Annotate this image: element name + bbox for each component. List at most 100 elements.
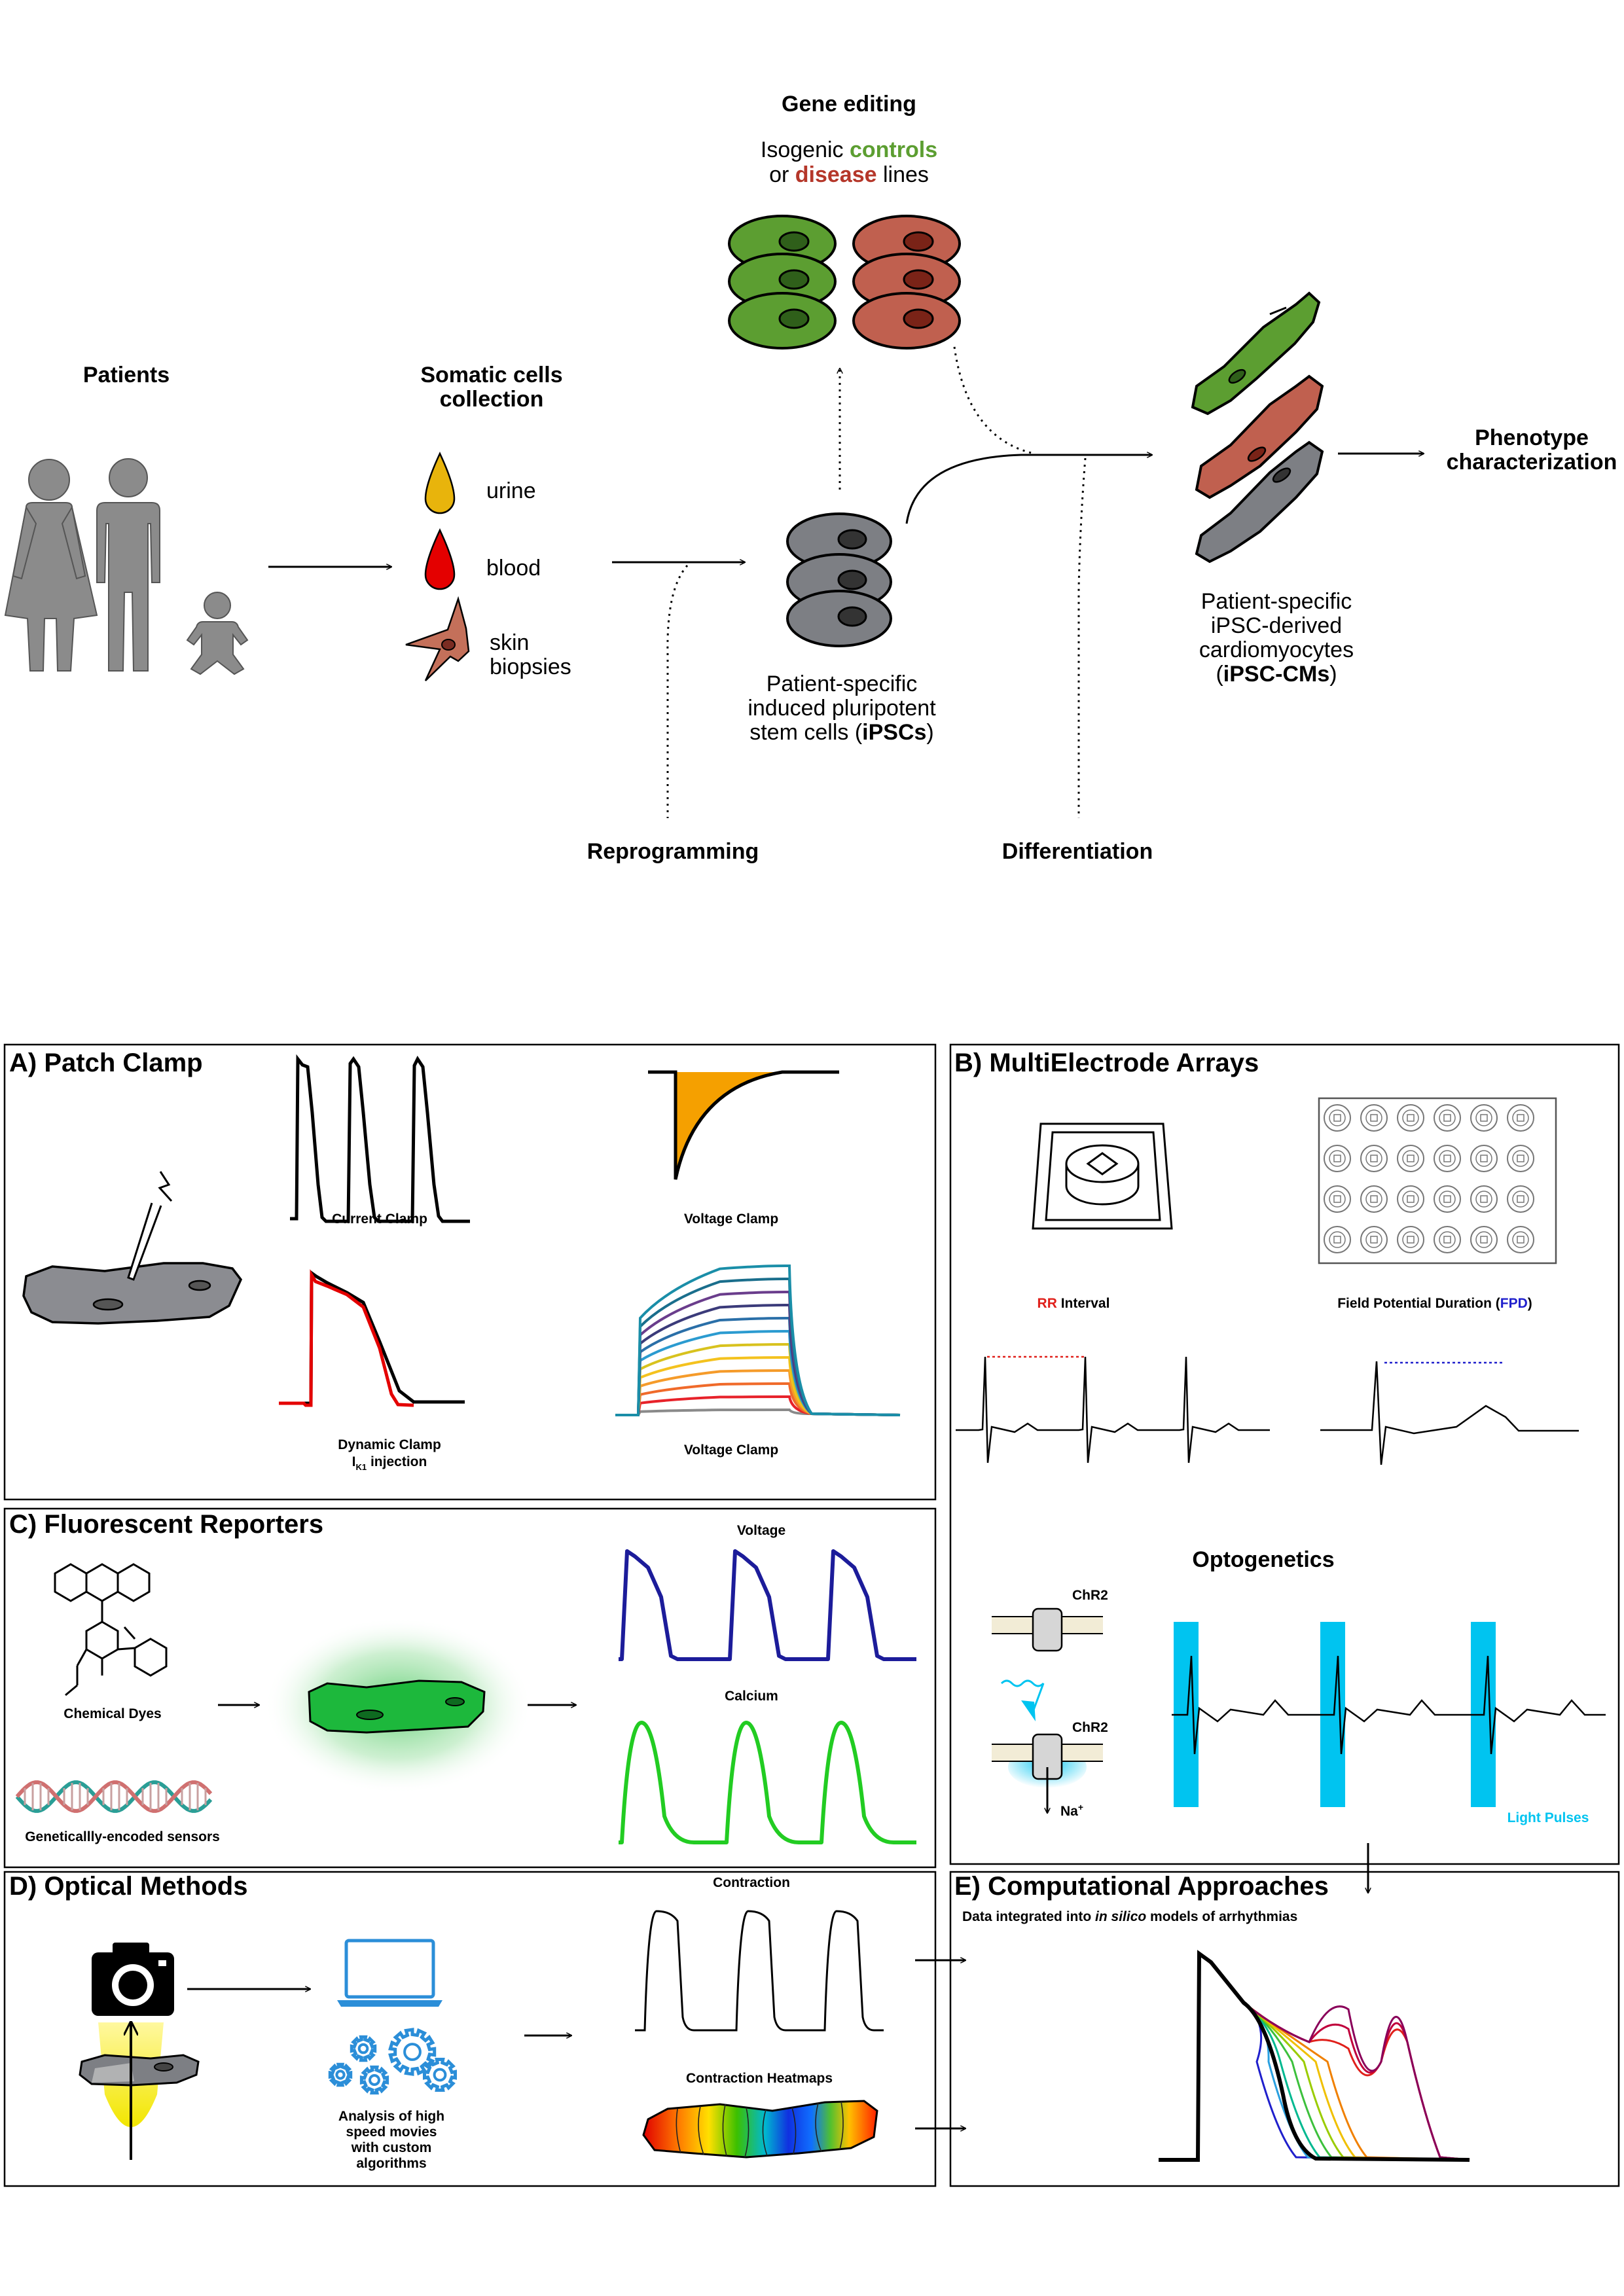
vc-trace-3	[615, 1369, 901, 1416]
mea-well-inner	[1365, 1231, 1382, 1248]
mea-electrode	[1517, 1114, 1525, 1122]
optical-cell-icon	[79, 2054, 200, 2087]
mea-electrode	[1407, 1155, 1415, 1162]
patients-label: Patients	[83, 363, 170, 387]
control-cells-icon	[728, 215, 837, 350]
mea-well-inner	[1475, 1231, 1492, 1248]
skin-label-2: biopsies	[490, 655, 571, 679]
mea-well-inner	[1402, 1231, 1419, 1248]
gear-hub-2	[335, 2070, 346, 2080]
mea-well	[1397, 1145, 1424, 1172]
contraction-label: Contraction	[713, 1875, 790, 1890]
mea-well-inner	[1439, 1150, 1456, 1167]
vc-trace-11	[615, 1265, 901, 1416]
panel-c-box	[3, 1507, 937, 1869]
gear-hub-3	[369, 2074, 380, 2086]
mea-electrode	[1370, 1155, 1378, 1162]
analysis-label-2: speed movies	[346, 2125, 437, 2140]
mea-well	[1470, 1145, 1498, 1172]
panel-b-title: B) MultiElectrode Arrays	[954, 1049, 1259, 1077]
gear-1	[350, 2035, 377, 2062]
fpd-trace	[1320, 1361, 1579, 1465]
mea-electrode	[1480, 1155, 1488, 1162]
vc-trace-0	[615, 1408, 901, 1416]
ap-trace-3	[1159, 1951, 1470, 2161]
mea-electrode	[1517, 1155, 1525, 1162]
mea-electrode	[1407, 1114, 1415, 1122]
gear-hub-0	[403, 2043, 422, 2061]
mea-well-inner	[1439, 1231, 1456, 1248]
contraction-trace	[635, 1910, 884, 2032]
chemical-dyes-label: Chemical Dyes	[63, 1706, 161, 1721]
calcium-trace	[619, 1721, 916, 1844]
phenotype-label-1: Phenotype	[1475, 425, 1589, 450]
isogenic-label: Isogenic controls	[761, 137, 937, 162]
somatic-label-2: collection	[440, 387, 544, 412]
panel-e-box	[949, 1871, 1620, 2187]
mea-well-inner	[1512, 1231, 1529, 1248]
mea-well	[1507, 1185, 1534, 1213]
dna-icon	[15, 1780, 213, 1813]
mea-electrode	[1333, 1195, 1341, 1203]
mea-well-inner	[1329, 1191, 1346, 1208]
mea-well-inner	[1365, 1109, 1382, 1126]
mea-well-inner	[1439, 1191, 1456, 1208]
contraction-heatmap	[642, 2100, 878, 2159]
mea-electrode	[1407, 1195, 1415, 1203]
multiwell-mea-icon	[1318, 1097, 1557, 1265]
ap-trace-9	[1159, 1951, 1470, 2161]
panel-c-title: C) Fluorescent Reporters	[9, 1510, 323, 1539]
mea-electrode	[1333, 1114, 1341, 1122]
vc-trace-2	[615, 1382, 901, 1416]
somatic-label-1: Somatic cells	[420, 363, 562, 387]
cm-label-3: cardiomyocytes	[1199, 637, 1354, 662]
mea-well	[1360, 1226, 1388, 1253]
mea-electrode	[1443, 1114, 1451, 1122]
na-label: Na+	[1060, 1802, 1083, 1819]
mea-well	[1360, 1104, 1388, 1132]
mea-well-inner	[1512, 1109, 1529, 1126]
gear-3	[359, 2065, 389, 2095]
mea-well	[1507, 1226, 1534, 1253]
mea-well-inner	[1475, 1150, 1492, 1167]
analysis-label-3: with custom	[351, 2140, 432, 2155]
mea-well	[1434, 1145, 1461, 1172]
chr2-label-2: ChR2	[1072, 1720, 1108, 1735]
mea-electrode	[1407, 1236, 1415, 1244]
action-potential-family	[1159, 1950, 1470, 2162]
blood-label: blood	[486, 556, 541, 581]
gear-hub-1	[357, 2043, 369, 2054]
mea-well-inner	[1512, 1150, 1529, 1167]
panel-e-subtitle: Data integrated into in silico models of…	[962, 1909, 1297, 1924]
mea-well-inner	[1365, 1150, 1382, 1167]
light-pulses-label: Light Pulses	[1507, 1810, 1589, 1825]
mea-well	[1324, 1226, 1351, 1253]
voltage-trace	[619, 1549, 916, 1661]
voltage-clamp-label-2: Voltage Clamp	[684, 1443, 778, 1458]
patch-cell-icon	[22, 1262, 243, 1325]
panel-d-box	[3, 1871, 937, 2187]
phenotype-label-2: characterization	[1447, 450, 1617, 475]
panel-d-title: D) Optical Methods	[9, 1872, 247, 1901]
ipsc-cells-icon	[786, 512, 892, 647]
mea-well-inner	[1439, 1109, 1456, 1126]
gear-2	[328, 2062, 353, 2087]
reprogramming-label: Reprogramming	[587, 839, 759, 864]
panel-b-box	[949, 1043, 1620, 1865]
heatmaps-label: Contraction Heatmaps	[686, 2071, 833, 2086]
optogenetics-trace	[1172, 1655, 1606, 1755]
mea-well-inner	[1402, 1191, 1419, 1208]
mea-electrode	[1370, 1114, 1378, 1122]
mea-well	[1360, 1185, 1388, 1213]
mea-well	[1470, 1104, 1498, 1132]
skin-cell-icon	[405, 596, 470, 681]
mea-well	[1324, 1185, 1351, 1213]
chr2-channel-closed	[992, 1607, 1103, 1652]
mea-well-inner	[1329, 1109, 1346, 1126]
gears-icon	[328, 2028, 457, 2095]
mea-well	[1507, 1145, 1534, 1172]
chr2-channel-open	[992, 1733, 1103, 1813]
mea-well-inner	[1475, 1191, 1492, 1208]
mea-well	[1397, 1185, 1424, 1213]
